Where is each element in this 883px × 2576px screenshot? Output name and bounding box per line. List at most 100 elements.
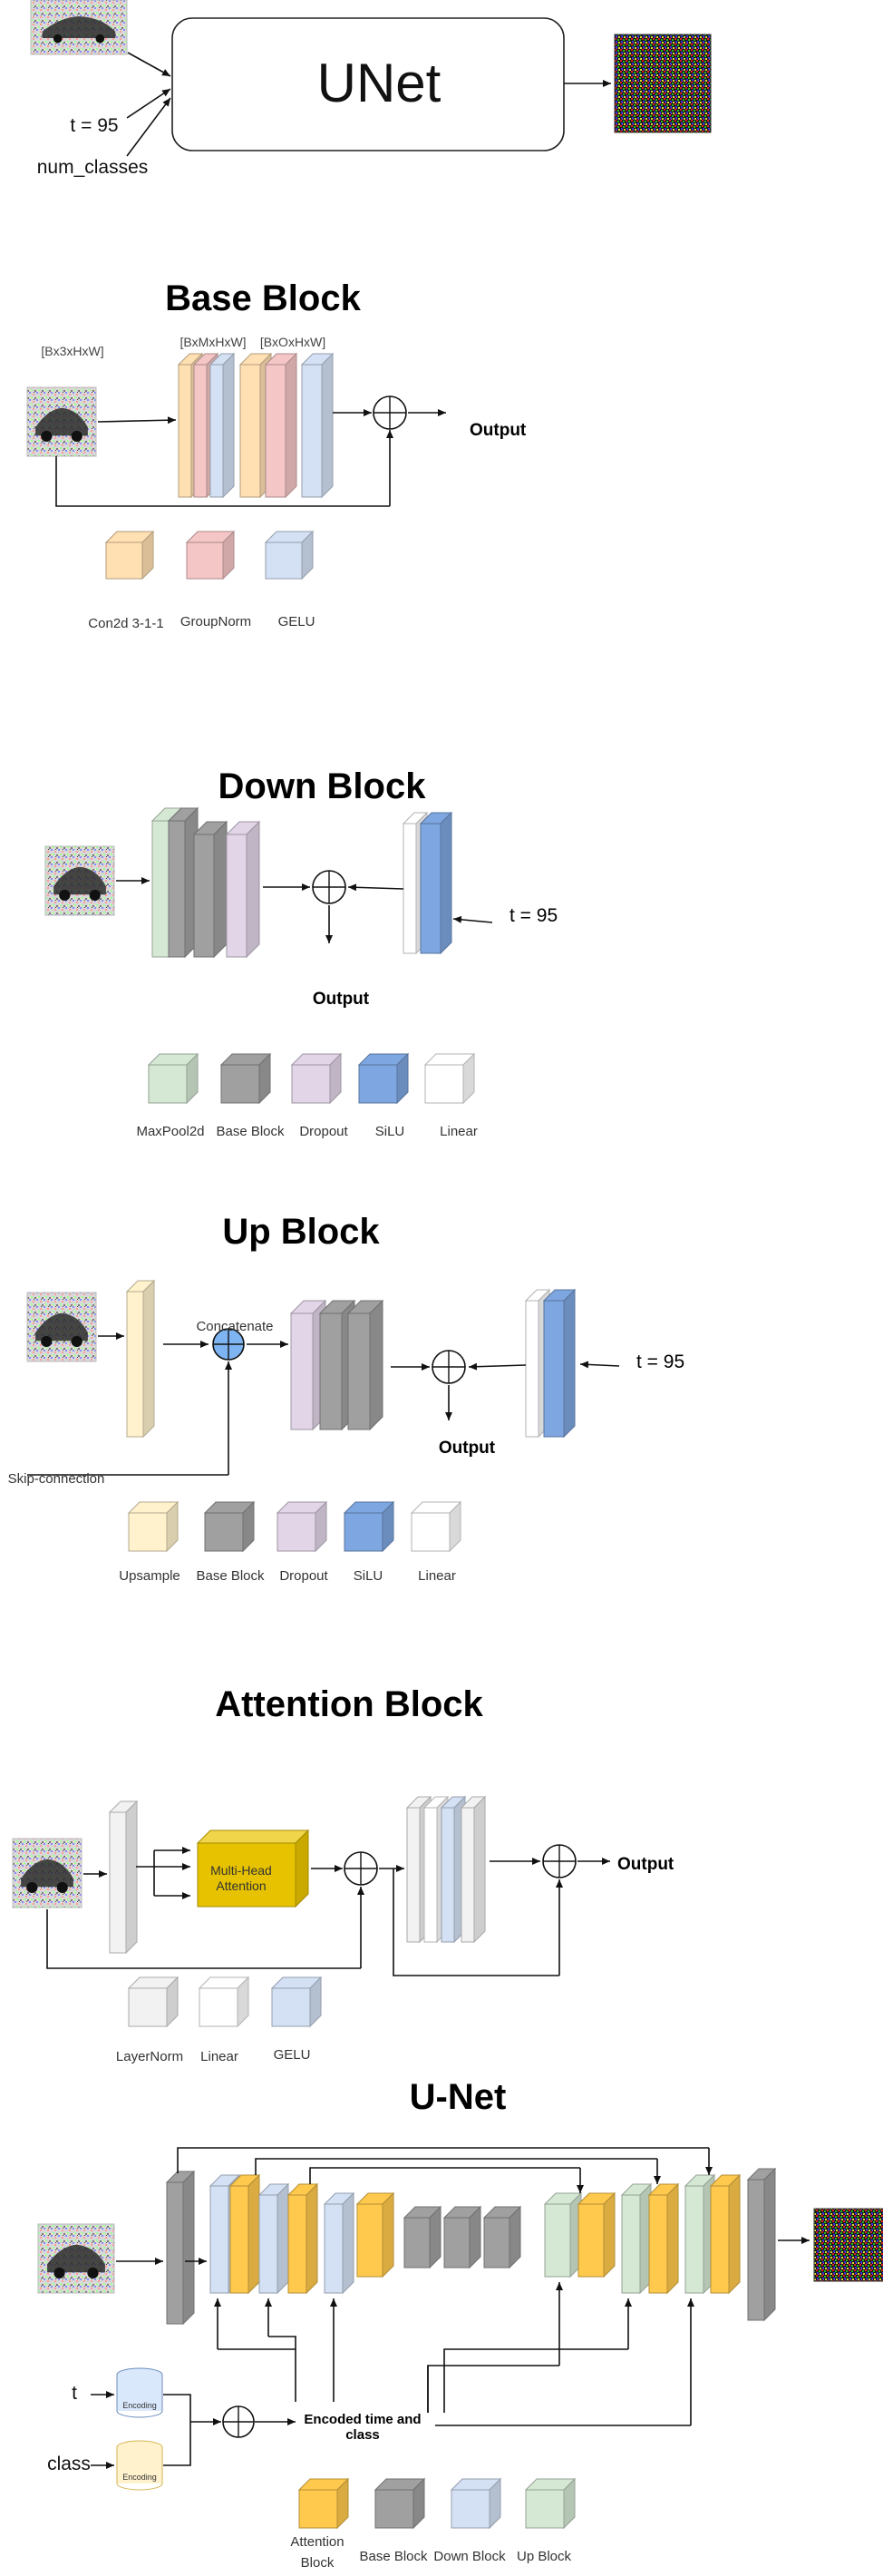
unet-final-conv: [747, 2179, 765, 2321]
base-legend-groupnorm: GroupNorm: [180, 614, 251, 629]
up-legend-dropout-cube: [277, 1512, 316, 1552]
unet-input-image-car: [47, 2244, 105, 2273]
down-legend-base-cube: [220, 1064, 260, 1104]
unet-legend-upblock: Up Block: [517, 2549, 572, 2564]
up-skip-label: Skip-connection: [8, 1471, 105, 1487]
unet-attn-2: [287, 2194, 307, 2294]
enc-fan-5: [443, 2348, 628, 2413]
down-legend-silu: SiLU: [375, 1124, 405, 1139]
unet-legend-down-cube: [451, 2489, 490, 2529]
up-input-image-car: [35, 1312, 88, 1342]
unet-attn-5: [648, 2194, 668, 2294]
enc-merge-line: [163, 2394, 191, 2466]
attn-legend-layernorm: LayerNorm: [116, 2049, 183, 2064]
attn-legend-layernorm-cube: [128, 1987, 168, 2027]
unet-attn-3: [356, 2203, 383, 2278]
down-t-label: t = 95: [509, 905, 558, 926]
up-concat-label: Concatenate: [196, 1319, 273, 1334]
unet-attn-4: [577, 2203, 605, 2278]
attn-mha-box: [197, 1842, 296, 1908]
base-layer-4: [265, 364, 286, 498]
up-legend-baseblock: Base Block: [196, 1568, 265, 1584]
up-input-image-wheel-r: [71, 1335, 82, 1348]
top-classes-label: num_classes: [37, 157, 149, 178]
unet-title: U-Net: [410, 2077, 507, 2117]
unet-legend-attention-1: Attention: [290, 2534, 344, 2550]
unet-down-3: [324, 2203, 344, 2294]
up-base-1: [319, 1312, 343, 1430]
base-legend-gelu-cube: [265, 542, 303, 580]
enc-fan-2: [268, 2336, 296, 2349]
unet-legend-up-cube: [525, 2489, 565, 2529]
enc-t-body: [117, 2375, 162, 2411]
top-t-label: t = 95: [70, 115, 118, 136]
unet-down-1: [209, 2185, 229, 2294]
top-t-arrow: [126, 88, 171, 119]
unet-legend-downblock: Down Block: [433, 2549, 506, 2564]
up-emb-arrow: [468, 1362, 527, 1371]
unet-legend-attn-cube: [298, 2489, 338, 2529]
up-legend-base-cube: [204, 1512, 244, 1552]
up-silu: [543, 1300, 565, 1438]
unet-skip-3: [309, 2167, 580, 2184]
attn-ff-ln: [406, 1807, 421, 1943]
base-in-arrow: [97, 416, 177, 424]
attn-ff-lin1: [423, 1807, 438, 1943]
up-t-label: t = 95: [636, 1351, 684, 1372]
encoding-label-t: Encoding: [122, 2401, 157, 2410]
encoded-line2: class: [345, 2427, 380, 2443]
base-title: Base Block: [165, 278, 361, 318]
down-dropout: [226, 834, 247, 958]
unet-box: [171, 17, 565, 151]
unet-legend-attention-2: Block: [301, 2555, 335, 2571]
down-legend-dropout-cube: [291, 1064, 331, 1104]
down-legend-linear-cube: [424, 1064, 464, 1104]
unet-class-label: class: [47, 2454, 91, 2474]
unet-up-1: [544, 2203, 571, 2278]
unet-init-conv: [166, 2181, 184, 2325]
attn-ff-gelu: [441, 1807, 455, 1943]
down-title: Down Block: [218, 766, 427, 806]
down-legend-dropout: Dropout: [299, 1124, 348, 1139]
attn-mha-line1: Multi-Head: [210, 1863, 272, 1878]
enc-t-outline: [116, 2375, 163, 2418]
base-dim-in: [Bx3xHxW]: [41, 344, 103, 358]
down-emb-arrow: [347, 883, 404, 892]
unet-box-label: UNet: [317, 53, 442, 113]
unet-t-label: t: [72, 2383, 77, 2404]
unet-legend-base-cube: [374, 2489, 414, 2529]
up-base-2: [347, 1312, 371, 1430]
down-legend-silu-cube: [358, 1064, 398, 1104]
up-input-image-wheel-l: [41, 1335, 53, 1348]
base-skip-line: [55, 456, 390, 507]
up-t-arrow: [579, 1361, 620, 1369]
top-img-arrow: [127, 52, 171, 77]
attn-output: Output: [617, 1855, 674, 1874]
unet-mid-3: [483, 2217, 510, 2269]
attn-legend-gelu-cube: [271, 1987, 311, 2027]
attn-skip-line-2: [393, 1869, 559, 1976]
down-legend-maxpool-cube: [148, 1064, 188, 1104]
unet-input-image-wheel-l: [53, 2267, 65, 2279]
top-input-image-car: [42, 16, 116, 38]
base-dim-mid: [BxMxHxW]: [180, 335, 246, 349]
down-output: Output: [313, 990, 370, 1009]
unet-mid-2: [443, 2217, 471, 2269]
base-legend-gelu: GELU: [278, 614, 315, 629]
attn-legend-linear: Linear: [200, 2049, 238, 2064]
unet-skip-1: [177, 2147, 709, 2173]
up-upsample: [126, 1291, 144, 1438]
base-output: Output: [470, 421, 527, 440]
attn-skip-line-1: [46, 1909, 361, 1969]
up-legend-silu-cube: [344, 1512, 383, 1552]
down-base-1: [168, 820, 186, 958]
enc-class-body: [117, 2447, 162, 2483]
unet-up-3: [684, 2185, 704, 2294]
down-legend-linear: Linear: [440, 1124, 478, 1139]
base-dim-out: [BxOxHxW]: [260, 335, 325, 349]
down-input-image-wheel-l: [59, 889, 71, 902]
base-layer-3: [239, 364, 261, 498]
unet-attn-1: [229, 2185, 249, 2294]
